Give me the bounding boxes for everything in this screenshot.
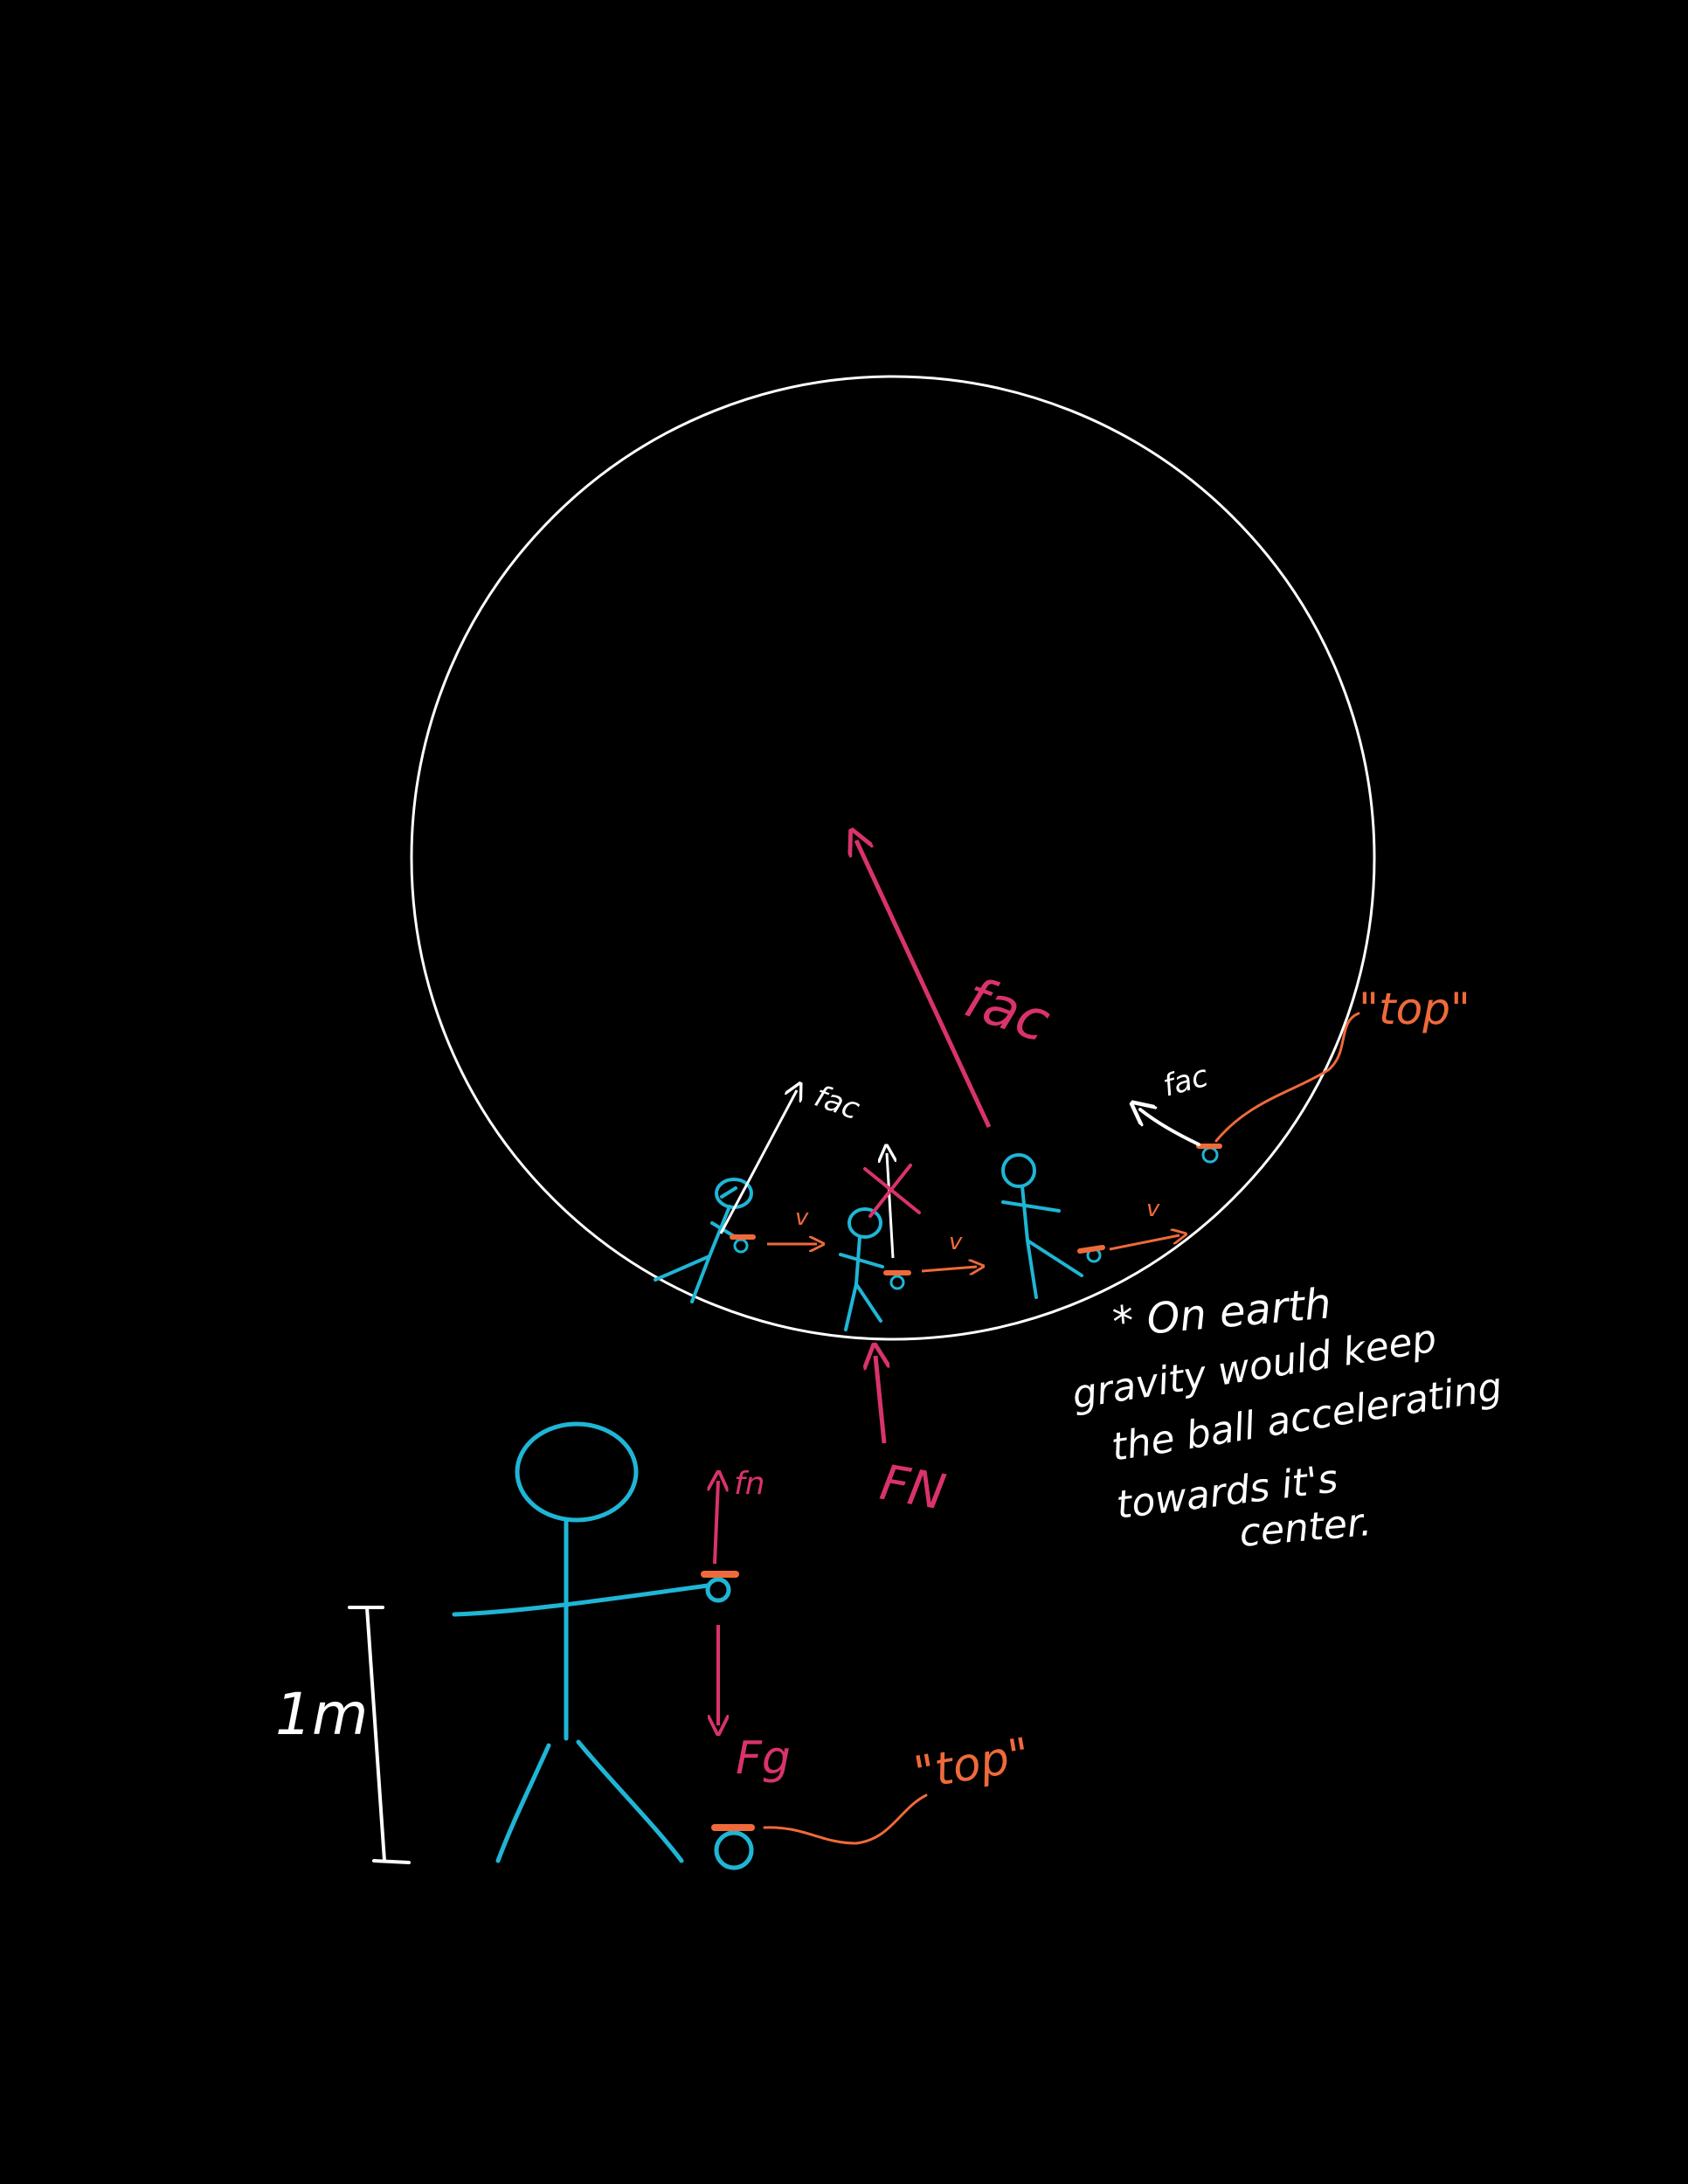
velocity-label-2: v [949, 1229, 963, 1255]
earth-figure [452, 1421, 710, 1863]
velocity-arrow-2 [921, 1267, 977, 1271]
ball-2 [889, 1275, 905, 1290]
velocity-label-1: v [795, 1205, 809, 1231]
fac-right-arrow [1140, 1109, 1200, 1146]
ball-1 [733, 1238, 749, 1254]
held-ball [705, 1577, 731, 1603]
top-label-upper: "top" [1359, 984, 1470, 1034]
inner-figure-2 [839, 1207, 884, 1331]
height-scale-bar [348, 1606, 411, 1864]
ball-3-top-mark [1077, 1245, 1105, 1254]
velocity-label-3: v [1146, 1196, 1160, 1222]
cross-out-mark [863, 1164, 921, 1218]
fn-circle-label: FN [876, 1455, 950, 1522]
fac-left-label: fac [810, 1079, 864, 1127]
fg-label: Fg [736, 1732, 791, 1785]
fac-right-label: fac [1159, 1059, 1212, 1104]
fac-left-arrow [719, 1090, 797, 1234]
ball-4 [1201, 1146, 1219, 1164]
fn-circle-arrow [875, 1356, 884, 1444]
big-fac-arrow [856, 840, 992, 1129]
fac-middle-arrow [887, 1153, 893, 1259]
velocity-arrow-3 [1109, 1235, 1180, 1251]
earth-gravity-note: * On earth gravity would keep the ball a… [1069, 1279, 1505, 1556]
fn-ball-arrow [715, 1481, 718, 1565]
top-leader-line-upper [1214, 1012, 1360, 1143]
inner-figure-3 [1001, 1153, 1083, 1299]
height-label: 1m [275, 1681, 368, 1748]
fn-ball-label: fn [734, 1466, 765, 1502]
space-station-circle [410, 375, 1376, 1341]
top-label-lower: "top" [910, 1729, 1034, 1800]
ground-ball [714, 1830, 754, 1870]
big-fac-label: fac [957, 965, 1058, 1055]
top-leader-line-lower [763, 1794, 928, 1845]
